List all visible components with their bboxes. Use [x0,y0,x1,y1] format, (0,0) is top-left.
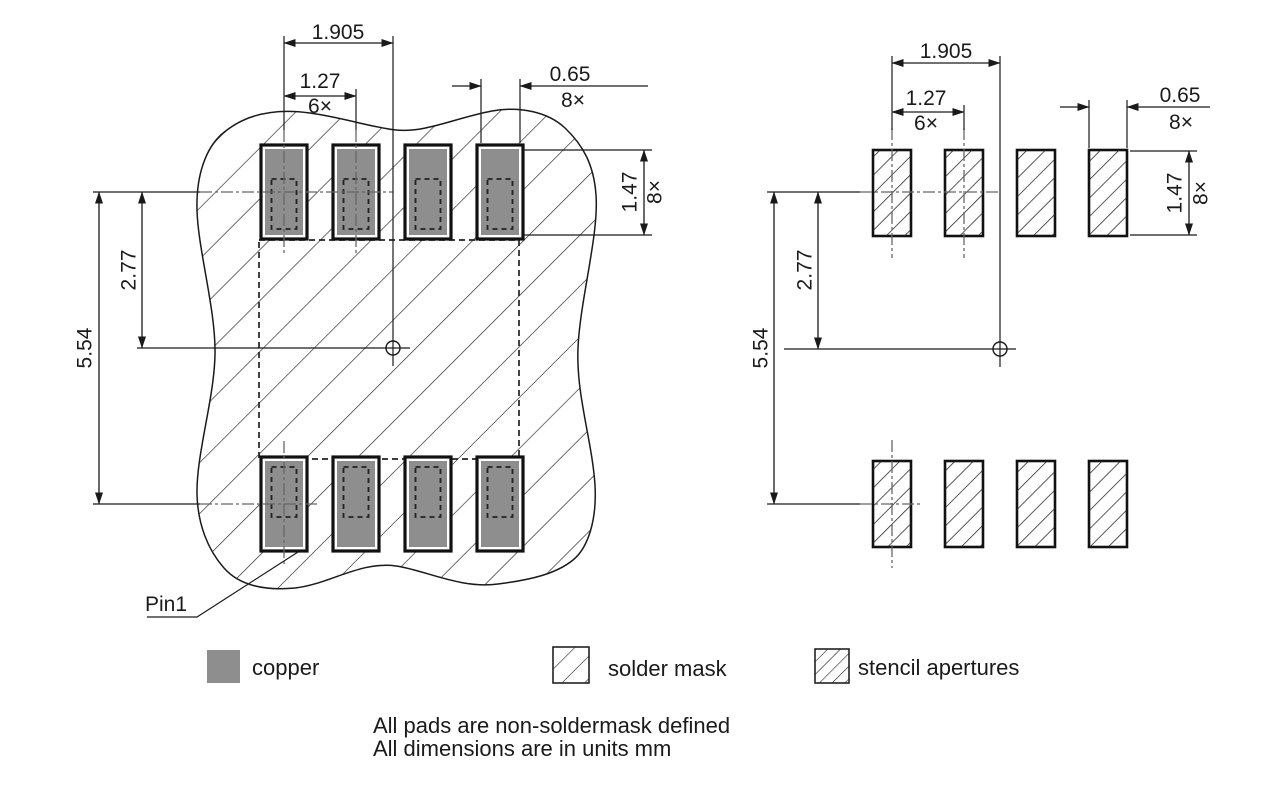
pin1-callout: Pin1 [145,551,299,618]
dim-label-aperture-width: 0.65 [1160,84,1201,107]
aperture-4-hatch [1089,150,1127,236]
pin1-label: Pin1 [145,593,187,616]
dim-count-pitch-left: 6× [308,95,332,118]
dim-count-pad-width-left: 8× [561,89,585,112]
dim-label-group-span-left: 1.905 [312,21,365,44]
dim-count-aperture-width: 8× [1169,111,1193,134]
left-centerlines [200,130,393,567]
right-dim-aperture-height: 1.47 8× [1130,150,1213,236]
left-dim-pad-height: 1.47 8× [524,149,667,236]
left-dim-group-span: 1.905 [283,21,394,130]
right-dim-group-span: 1.905 [891,40,1001,130]
right-centerlines [860,128,1000,568]
notes: All pads are non-soldermask defined All … [373,713,730,761]
dim-label-pitch-left: 1.27 [300,70,341,93]
stencil-view: 1.905 1.27 6× 0.65 8× 1.47 8× [750,40,1213,568]
note-soldermask: All pads are non-soldermask defined [373,713,730,738]
right-dim-pitch: 1.27 6× [891,87,965,135]
dim-label-pitch-right: 1.27 [906,87,947,110]
legend-stencil-swatch-hatch [815,649,849,683]
left-dim-row-offset: 2.77 [118,191,146,349]
aperture-3-hatch [1017,150,1055,236]
stencil-apertures-top-row [871,148,1129,238]
dim-label-row-offset-right: 2.77 [794,250,817,291]
legend: copper solder mask stencil apertures [207,646,1019,684]
left-dim-pad-width: 0.65 8× [452,63,648,143]
legend-stencil-label: stencil apertures [858,655,1019,680]
note-units: All dimensions are in units mm [373,736,671,761]
legend-solder-mask-label: solder mask [608,656,728,681]
aperture-7-hatch [945,461,983,547]
aperture-6-hatch [1017,461,1055,547]
dim-label-pad-width-left: 0.65 [550,63,591,86]
dim-label-aperture-height: 1.47 [1164,173,1187,214]
legend-solder-mask-swatch-hatch [553,647,589,683]
legend-copper-label: copper [252,655,319,680]
legend-copper-swatch [207,650,240,683]
dim-count-pitch-right: 6× [914,112,938,135]
copper-mask-view: 1.905 1.27 6× 0.65 8× 1.47 8× [74,21,667,618]
left-dim-row-span: 5.54 [74,191,200,505]
right-dim-row-span: 5.54 [750,191,860,505]
dim-count-pad-height-left: 8× [644,180,667,204]
dim-count-aperture-height: 8× [1190,181,1213,205]
dim-label-group-span-right: 1.905 [920,40,973,63]
component-body-outline [258,239,520,460]
dim-label-row-span-left: 5.54 [74,327,97,368]
left-dim-pitch: 1.27 6× [283,70,357,130]
dim-label-row-span-right: 5.54 [750,327,773,368]
right-dim-row-offset: 2.77 [794,191,822,350]
dim-label-row-offset-left: 2.77 [118,250,141,291]
right-dim-aperture-width: 0.65 8× [1060,84,1210,148]
right-center-crosshair [784,56,1016,367]
aperture-5-hatch [1089,461,1127,547]
solder-mask-region [196,108,598,590]
dim-label-pad-height-left: 1.47 [619,172,642,213]
left-center-crosshair [137,36,410,366]
